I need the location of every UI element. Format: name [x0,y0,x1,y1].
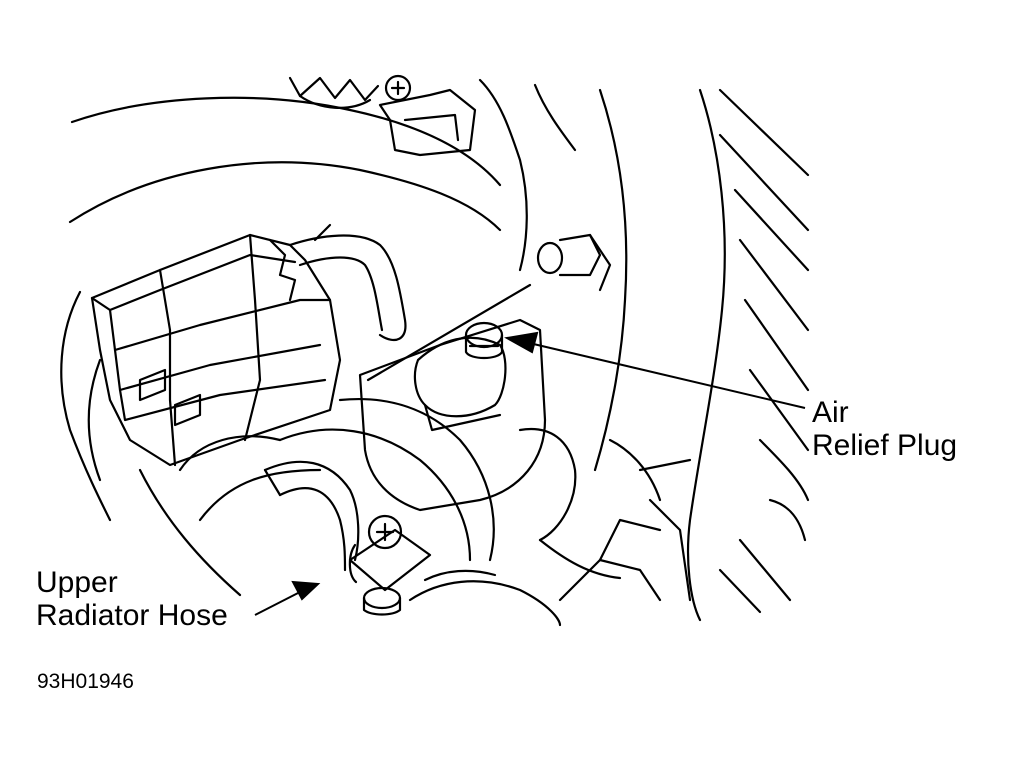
air-relief-plug-label-line2: Relief Plug [812,429,958,462]
air-relief-plug-label-line1: Air [812,396,849,429]
fender-curve-outer [72,98,500,185]
right-hose-left-edge [595,90,626,470]
lower-left-curve [140,470,240,595]
upper-hose-inner [280,430,470,560]
fender-curve-inner [70,162,500,230]
upper-radiator-hose-label-line1: Upper [36,566,118,599]
upper-radiator-hose-label-line2: Radiator Hose [36,599,228,632]
air-relief-leader-line [525,342,805,408]
top-pipe [480,80,527,270]
clamp-bracket [350,530,430,590]
air-relief-arrowhead [507,333,537,352]
right-hose-right-edge [688,90,725,620]
far-right-component [760,440,808,500]
clamp-nut [364,588,400,608]
left-body-curve [61,292,110,520]
upper-radiator-hose-label: Upper Radiator Hose [36,566,228,632]
air-relief-plug-label: Air Relief Plug [812,396,957,462]
top-bolt [386,76,410,100]
upper-hose-leader-line [255,592,300,615]
clamp-screw [369,516,401,548]
top-engine-detail-2 [300,96,370,108]
connector-latch [270,240,295,300]
connector-block [92,235,340,465]
hose-end [180,436,280,470]
fan-shroud-edge [720,90,808,175]
upper-hose-outer [340,399,494,560]
bracket-top [380,90,475,155]
upper-hose-leader [255,582,318,615]
sensor-bolt [538,243,562,273]
left-body-curve-2 [89,360,100,480]
hose-clamp [265,462,358,560]
thermostat-housing [360,320,545,510]
air-relief-leader [507,333,805,408]
lower-hose [410,581,560,625]
top-engine-detail [290,78,378,100]
figure-code: 93H01946 [37,670,134,693]
upper-hose-arrowhead [293,582,318,599]
connector-wire [290,236,405,340]
